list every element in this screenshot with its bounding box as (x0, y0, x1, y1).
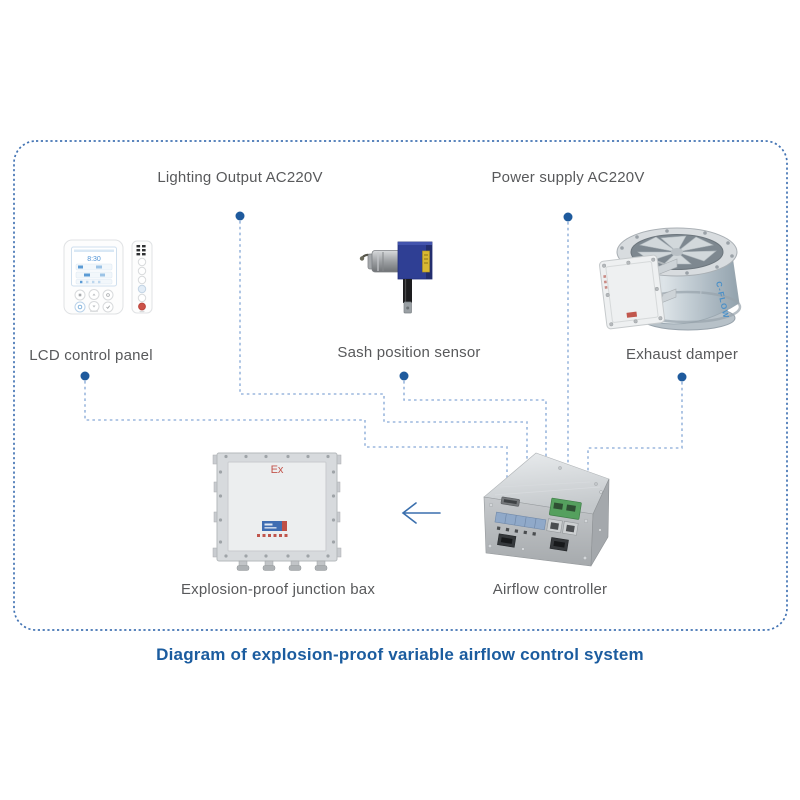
dot-lighting (235, 211, 245, 221)
junction-box-glands (236, 560, 328, 571)
controller-right-ports (546, 497, 582, 552)
label-junction-box: Explosion-proof junction bax (180, 581, 376, 598)
line-damper-to-controller (587, 382, 683, 472)
diagram-title: Diagram of explosion-proof variable airf… (156, 645, 644, 664)
label-airflow-controller: Airflow controller (492, 581, 608, 598)
sash-position-sensor-image (359, 241, 433, 314)
dot-lcd (80, 371, 90, 381)
diagram-border (13, 140, 788, 631)
line-lcd-to-controller (84, 381, 508, 480)
controller-front-ports (494, 496, 547, 548)
label-lcd-control-panel: LCD control panel (29, 347, 153, 364)
dot-power (563, 212, 573, 222)
junction-box-red-marking (257, 534, 288, 537)
junction-box-bolts (218, 454, 336, 558)
controller-screws (487, 490, 603, 561)
connector-dots (80, 211, 687, 382)
label-exhaust-damper: Exhaust damper (625, 346, 739, 363)
label-sash-position-sensor: Sash position sensor (337, 344, 481, 361)
junction-box-image: Ex (212, 452, 342, 571)
lcd-screen-time: 8:30 (87, 256, 101, 263)
connector-lines (84, 221, 683, 480)
exhaust-damper-image: C-FLOW (599, 227, 742, 331)
label-lighting-output: Lighting Output AC220V (157, 169, 323, 186)
airflow-controller-image (483, 452, 610, 567)
dot-damper (677, 372, 687, 382)
dot-sash (399, 371, 409, 381)
label-power-supply: Power supply AC220V (491, 169, 645, 186)
flow-arrow-icon (401, 502, 441, 524)
lcd-control-panel-image: 8:30 (63, 239, 153, 315)
line-lighting-to-controller (239, 221, 528, 462)
junction-box-ex-mark: Ex (271, 464, 284, 476)
damper-actuator-box (599, 254, 665, 330)
